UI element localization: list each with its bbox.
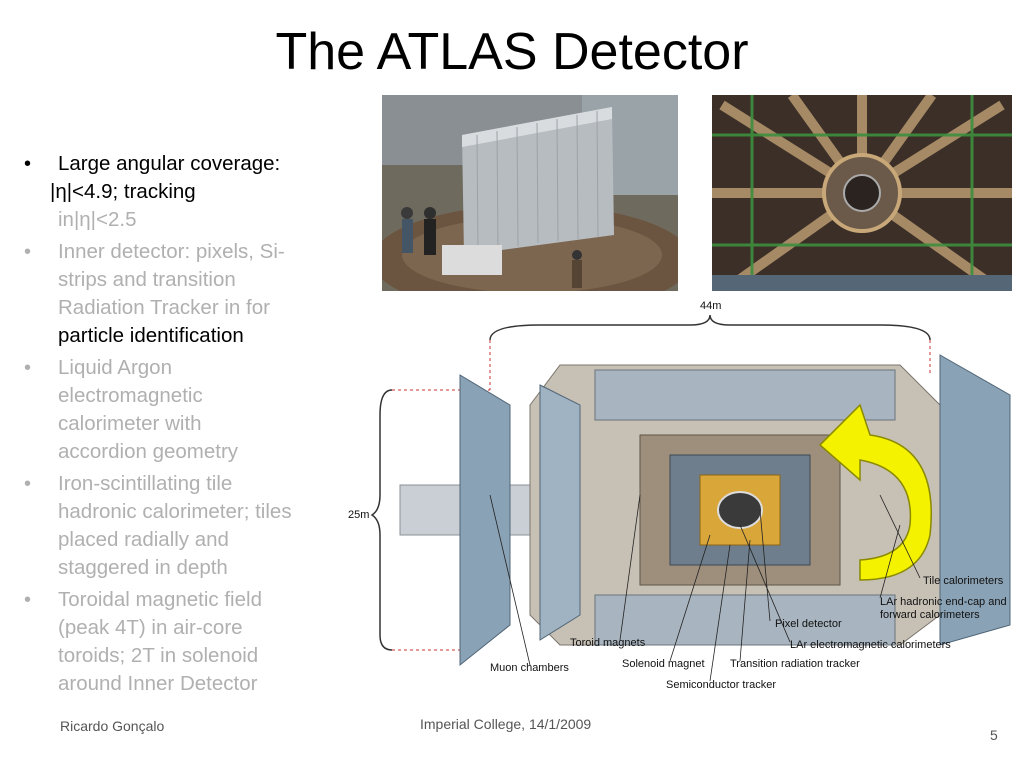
label-lar-hadronic-2: forward calorimeters	[880, 609, 980, 621]
photo-atlas-assembled	[712, 95, 1012, 291]
leader-lines	[489, 494, 921, 682]
page-number: 5	[990, 727, 998, 743]
slide-title: The ATLAS Detector	[275, 23, 749, 81]
label-muon-chambers: Muon chambers	[490, 662, 569, 674]
bullet-line: accordion geometry	[58, 440, 239, 463]
bullet-line: hadronic calorimeter; tiles	[58, 500, 292, 523]
width-label: 44m	[700, 300, 721, 312]
bullet-tile-calorimeter: • Iron-scintillating tile hadronic calor…	[20, 470, 338, 582]
barrel-toroid-top	[594, 369, 896, 421]
bullet-line: particle identification	[58, 324, 244, 347]
label-lar-hadronic-1: LAr hadronic end-cap and	[880, 596, 1007, 608]
label-tile-calorimeters: Tile calorimeters	[923, 575, 1004, 587]
bullet-line: strips and transition	[58, 268, 236, 291]
rotation-arrow-icon	[818, 403, 932, 581]
bullet-line: (peak 4T) in air-core	[58, 616, 243, 639]
label-solenoid-magnet: Solenoid magnet	[622, 658, 705, 670]
construction-photo-graphic	[382, 95, 678, 291]
bullet-marker: •	[24, 357, 32, 379]
bullet-line: Liquid Argon	[58, 356, 172, 379]
endcap-wheel-left	[459, 374, 511, 667]
atlas-cutaway-diagram: 44m 25m Tile calorimeters LAr hadronic e…	[348, 300, 1011, 691]
bullet-line: staggered in depth	[58, 556, 228, 579]
footer-author: Ricardo Gonçalo	[60, 718, 165, 734]
bullet-line: around Inner Detector	[58, 672, 258, 695]
label-pixel-detector: Pixel detector	[775, 618, 842, 630]
bullet-line: calorimeter with	[58, 412, 202, 435]
bullet-line: Radiation Tracker in for	[58, 296, 270, 319]
label-trt: Transition radiation tracker	[730, 658, 860, 670]
label-semiconductor-tracker: Semiconductor tracker	[666, 679, 776, 691]
bullet-line: Toroidal magnetic field	[58, 588, 262, 611]
bullet-marker: •	[24, 589, 32, 611]
height-bracket	[370, 389, 393, 651]
bullet-subline: in|η|<2.5	[58, 208, 137, 231]
bullet-line: Inner detector: pixels, Si-	[58, 240, 285, 263]
bullet-marker: •	[24, 241, 32, 263]
bullet-marker: •	[24, 473, 32, 495]
bullet-marker: •	[24, 153, 32, 175]
bullet-line: toroids; 2T in solenoid	[58, 644, 259, 667]
bullet-line: electromagnetic	[58, 384, 203, 407]
endcap-wheel-right	[939, 354, 1011, 646]
bullet-text: Large angular coverage:	[58, 152, 281, 175]
width-bracket	[489, 314, 931, 341]
bullet-inner-detector: • Inner detector: pixels, Si- strips and…	[20, 238, 338, 350]
label-toroid-magnets: Toroid magnets	[570, 637, 646, 649]
bullet-list: • Large angular coverage: |η|<4.9; track…	[20, 150, 338, 702]
bullet-angular-coverage: • Large angular coverage: |η|<4.9; track…	[20, 150, 338, 234]
label-lar-em: LAr electromagnetic calorimeters	[790, 639, 951, 651]
footer-venue-date: Imperial College, 14/1/2009	[420, 716, 592, 732]
pixel-detector-shape	[717, 491, 763, 529]
bullet-line: placed radially and	[58, 528, 229, 551]
bullet-subline: |η|<4.9; tracking	[50, 180, 196, 203]
photo-detector-construction	[382, 95, 678, 291]
bullet-line: Iron-scintillating tile	[58, 472, 233, 495]
endcap-toroid-left	[539, 384, 581, 641]
bullet-liquid-argon: • Liquid Argon electromagnetic calorimet…	[20, 354, 338, 466]
bullet-toroidal-field: • Toroidal magnetic field (peak 4T) in a…	[20, 586, 338, 698]
height-label: 25m	[348, 509, 369, 521]
assembled-photo-graphic	[712, 95, 1012, 291]
